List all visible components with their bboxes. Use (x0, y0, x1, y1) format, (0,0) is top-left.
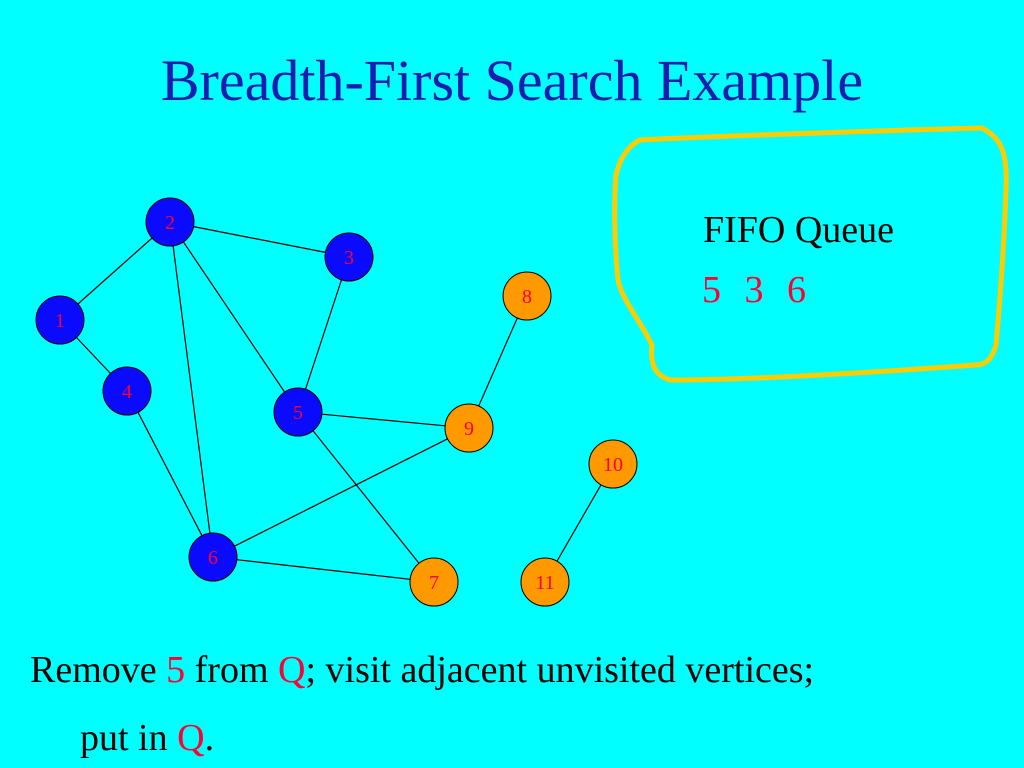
graph-edge-2-5 (182, 241, 286, 393)
graph-node-7: 7 (409, 557, 459, 607)
graph-node-2: 2 (145, 197, 195, 247)
caption-text: . (204, 717, 215, 759)
node-circle (444, 403, 494, 453)
caption-text: put in (80, 717, 178, 759)
graph-edge-5-9 (321, 413, 446, 427)
queue-items: 5 3 6 (702, 269, 820, 312)
caption-queue-symbol: Q (278, 649, 306, 691)
graph-edge-1-4 (76, 337, 111, 374)
caption-queue-symbol: Q (177, 717, 205, 759)
slide-title: Breadth-First Search Example (160, 48, 864, 113)
graph-edge-3-5 (304, 279, 343, 390)
node-circle (520, 557, 570, 607)
node-label: 8 (522, 286, 532, 308)
graph-edge-6-9 (234, 438, 448, 547)
node-label: 3 (344, 247, 354, 269)
graph-edge-6-7 (236, 559, 411, 580)
graph-edge-2-6 (172, 245, 211, 534)
node-label: 2 (165, 212, 175, 234)
queue-item: 5 (702, 269, 721, 311)
graph-node-6: 6 (188, 532, 238, 582)
graph-node-8: 8 (502, 271, 552, 321)
graph-node-11: 11 (520, 557, 570, 607)
graph-node-4: 4 (102, 366, 152, 416)
queue-item: 6 (787, 269, 806, 311)
queue-item: 3 (744, 269, 764, 311)
graph-edge-8-9 (478, 317, 518, 407)
caption-line-2: put in Q. (80, 717, 215, 760)
graph-edge-2-3 (193, 226, 326, 253)
node-label: 4 (122, 381, 132, 403)
caption-line-1: Remove 5 from Q; visit adjacent unvisite… (30, 649, 1020, 692)
node-circle (324, 232, 374, 282)
graph-edge-10-11 (556, 484, 602, 562)
node-label: 6 (208, 547, 218, 569)
graph-edge-4-6 (137, 412, 203, 536)
graph-edge-5-7 (312, 430, 420, 564)
node-label: 11 (535, 572, 554, 594)
edge-layer (76, 226, 602, 580)
node-label: 1 (55, 310, 65, 332)
caption-vertex: 5 (166, 649, 186, 691)
graph-node-9: 9 (444, 403, 494, 453)
graph-node-3: 3 (324, 232, 374, 282)
node-label: 5 (293, 402, 303, 424)
graph-node-10: 10 (588, 439, 638, 489)
graph-edge-1-2 (77, 237, 153, 305)
queue-outline (612, 125, 1009, 383)
node-circle (502, 271, 552, 321)
node-circle (409, 557, 459, 607)
node-circle (35, 295, 85, 345)
node-circle (588, 439, 638, 489)
graph-node-1: 1 (35, 295, 85, 345)
node-circle (188, 532, 238, 582)
node-label: 10 (603, 454, 623, 476)
caption-text: ; visit adjacent unvisited vertices; (305, 649, 815, 691)
graph-node-5: 5 (273, 387, 323, 437)
node-layer: 1 2 3 4 5 6 7 8 9 10 11 (35, 197, 638, 607)
node-circle (145, 197, 195, 247)
node-label: 9 (464, 418, 474, 440)
node-circle (273, 387, 323, 437)
node-label: 7 (429, 572, 439, 594)
node-circle (102, 366, 152, 416)
queue-title: FIFO Queue (703, 209, 895, 251)
caption-text: Remove (30, 649, 167, 691)
caption-text: from (185, 649, 279, 691)
